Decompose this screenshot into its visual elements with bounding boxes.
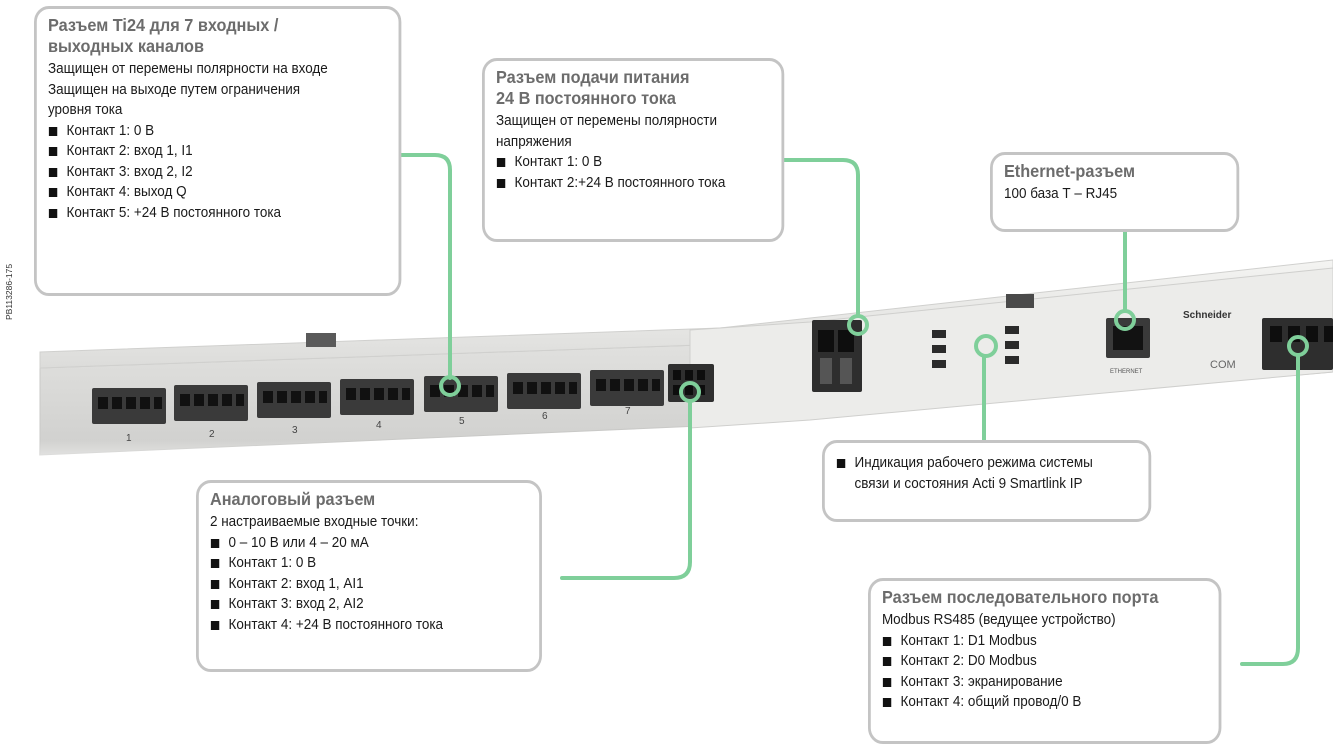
- callout-power-item-2: Контакт 2:+24 В постоянного тока: [496, 173, 772, 194]
- channel-number-6: 6: [542, 411, 548, 422]
- callout-ti24-item-5: Контакт 5: +24 В постоянного тока: [48, 203, 389, 224]
- ring-ti24: [439, 375, 461, 397]
- callout-indication-line2: связи и состояния Acti 9 Smartlink IP: [854, 475, 1083, 492]
- ti24-connector-4: [340, 379, 414, 415]
- callout-analog-item-3: Контакт 2: вход 1, AI1: [210, 574, 530, 595]
- callout-ti24-title-line1: Разъем Ti24 для 7 входных /: [47, 15, 279, 35]
- callout-ti24-title-line2: выходных каналов: [47, 36, 205, 56]
- ti24-connector-7: [590, 370, 664, 406]
- channel-number-7: 7: [625, 406, 631, 417]
- channel-number-2: 2: [209, 429, 215, 440]
- callout-power: Разъем подачи питания 24 В постоянного т…: [482, 58, 785, 242]
- callout-power-title-line1: Разъем подачи питания: [495, 67, 690, 87]
- leader-analog: [560, 399, 692, 580]
- callout-indication: Индикация рабочего режима системы связи …: [822, 440, 1152, 522]
- com-label: COM: [1210, 359, 1236, 371]
- callout-serial-item-4: Контакт 4: общий провод/0 В: [882, 692, 1209, 713]
- ti24-connector-3: [257, 382, 331, 418]
- callout-serial: Разъем последовательного порта Modbus RS…: [868, 578, 1222, 744]
- ring-power: [847, 314, 869, 336]
- callout-serial-item-2: Контакт 2: D0 Modbus: [882, 651, 1209, 672]
- channel-number-labels: 1 2 3 4 5 6 7: [126, 406, 631, 444]
- callout-indication-line1: Индикация рабочего режима системы: [836, 453, 1139, 474]
- status-leds: [932, 326, 1019, 368]
- callout-ti24-title: Разъем Ti24 для 7 входных / выходных кан…: [48, 15, 389, 57]
- callout-ti24-text-1: Защищен от перемены полярности на входе: [47, 61, 328, 77]
- ti24-connector-1: [92, 388, 166, 424]
- leader-ti24: [394, 153, 452, 380]
- ring-serial: [1287, 335, 1309, 357]
- callout-serial-title: Разъем последовательного порта: [881, 587, 1159, 607]
- power-connector: [812, 320, 862, 392]
- ti24-connector-2: [174, 385, 248, 421]
- brand-logo: Schneider: [1183, 310, 1231, 321]
- callout-ti24-text-2: Защищен на выходе путем ограничения: [47, 81, 301, 98]
- channel-number-5: 5: [459, 416, 465, 427]
- callout-ethernet-title: Ethernet-разъем: [1003, 161, 1136, 181]
- ring-ethernet: [1114, 309, 1136, 331]
- callout-ti24-text-3: уровня тока: [47, 102, 123, 118]
- callout-ti24-list: Контакт 1: 0 В Контакт 2: вход 1, I1 Кон…: [48, 121, 389, 224]
- callout-analog-item-4: Контакт 3: вход 2, AI2: [210, 594, 530, 615]
- callout-power-text-2: напряжения: [495, 133, 572, 150]
- ethernet-port-label: ETHERNET: [1110, 369, 1143, 375]
- leader-rings: [439, 309, 1309, 403]
- ethernet-port: ETHERNET: [1106, 318, 1150, 375]
- callout-analog: Аналоговый разъем 2 настраиваемые входны…: [196, 480, 542, 672]
- channel-number-4: 4: [376, 420, 382, 431]
- ring-analog: [679, 381, 701, 403]
- serial-connector: [1262, 318, 1333, 370]
- callout-analog-list: 0 – 10 В или 4 – 20 мА Контакт 1: 0 В Ко…: [210, 533, 530, 636]
- callout-analog-item-5: Контакт 4: +24 В постоянного тока: [210, 615, 530, 636]
- callout-analog-text: 2 настраиваемые входные точки:: [209, 514, 419, 530]
- callout-analog-item-1: 0 – 10 В или 4 – 20 мА: [210, 533, 530, 554]
- callout-power-text-1: Защищен от перемены полярности: [495, 113, 718, 129]
- callout-serial-item-1: Контакт 1: D1 Modbus: [882, 631, 1209, 652]
- callout-ti24-item-4: Контакт 4: выход Q: [48, 182, 389, 203]
- callout-power-title: Разъем подачи питания 24 В постоянного т…: [496, 67, 772, 109]
- callout-ti24: Разъем Ti24 для 7 входных / выходных кан…: [34, 6, 402, 296]
- leader-power: [780, 158, 860, 318]
- callout-ethernet: Ethernet-разъем 100 база Т – RJ45: [990, 152, 1240, 232]
- callout-ti24-item-3: Контакт 3: вход 2, I2: [48, 162, 389, 183]
- channel-number-1: 1: [126, 433, 132, 444]
- ring-indication: [974, 334, 998, 358]
- callout-analog-item-2: Контакт 1: 0 В: [210, 553, 530, 574]
- callout-indication-list: Индикация рабочего режима системы: [836, 453, 1139, 474]
- callout-power-title-line2: 24 В постоянного тока: [495, 88, 676, 108]
- callout-ti24-item-1: Контакт 1: 0 В: [48, 121, 389, 142]
- callout-serial-list: Контакт 1: D1 Modbus Контакт 2: D0 Modbu…: [882, 631, 1209, 713]
- callout-serial-item-3: Контакт 3: экранирование: [882, 672, 1209, 693]
- callout-serial-text: Modbus RS485 (ведущее устройство): [881, 612, 1116, 628]
- callout-ti24-item-2: Контакт 2: вход 1, I1: [48, 141, 389, 162]
- leader-lines: [394, 153, 1300, 666]
- ti24-connector-5: [424, 376, 498, 412]
- callout-analog-title: Аналоговый разъем: [209, 489, 376, 509]
- leader-serial: [1240, 353, 1300, 666]
- side-code: PB113286-175: [4, 263, 14, 320]
- channel-number-3: 3: [292, 425, 298, 436]
- callout-power-item-1: Контакт 1: 0 В: [496, 152, 772, 173]
- callout-ethernet-text: 100 база Т – RJ45: [1003, 186, 1118, 202]
- ti24-connector-6: [507, 373, 581, 409]
- callout-power-list: Контакт 1: 0 В Контакт 2:+24 В постоянно…: [496, 152, 772, 193]
